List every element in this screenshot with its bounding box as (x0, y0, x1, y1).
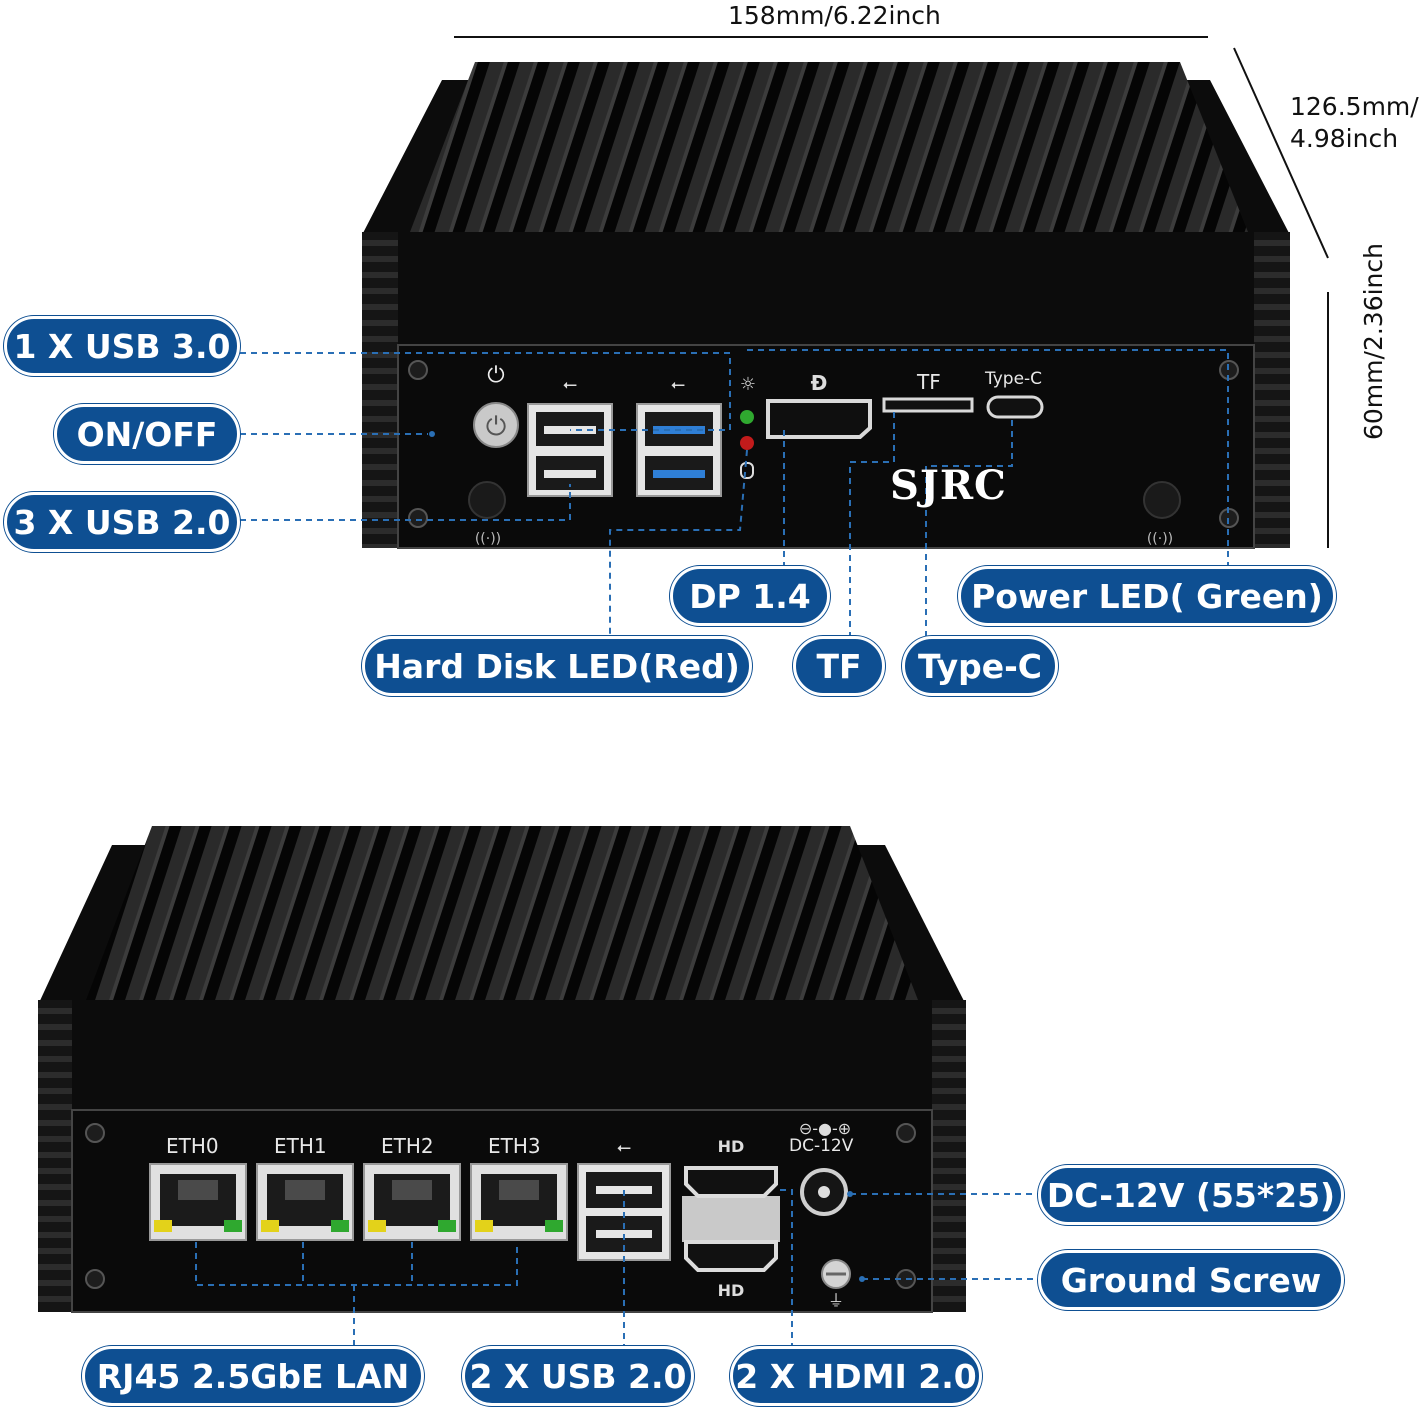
callout-dc-12v: DC-12V (55*25) (1038, 1165, 1344, 1225)
callout-hdmi: 2 X HDMI 2.0 (730, 1346, 982, 1406)
power-led-icon: ☼ (740, 374, 756, 395)
power-led-green (740, 410, 754, 424)
displayport-port (766, 399, 872, 439)
callout-ground-screw: Ground Screw (1038, 1250, 1344, 1310)
antenna-icon: ((·)) (1147, 531, 1173, 547)
hdd-led-leader-line (609, 449, 748, 636)
callout-rear-usb2: 2 X USB 2.0 (462, 1346, 694, 1406)
hdmi-icon: HD (718, 1137, 745, 1156)
usb-icon: ⭠ (617, 1137, 631, 1158)
rj45-port-eth2 (363, 1163, 461, 1241)
hdmi-leader-line (780, 1189, 793, 1345)
hdmi-port-top (684, 1166, 778, 1198)
callout-type-c: Type-C (902, 636, 1058, 696)
eth2-label: ETH2 (381, 1134, 434, 1158)
brand-logo: SJRC (890, 462, 1007, 509)
antenna-mount-right (1143, 481, 1181, 519)
dc-jack-label: DC-12V (789, 1136, 854, 1156)
callout-usb2: 3 X USB 2.0 (4, 492, 240, 552)
tf-card-slot (882, 397, 974, 413)
rj45-port-eth0 (149, 1163, 247, 1241)
displayport-icon: Ð (811, 371, 828, 395)
callout-hdd-led: Hard Disk LED(Red) (362, 636, 752, 696)
callout-on-off: ON/OFF (54, 404, 240, 464)
ground-symbol-icon: ⏚ (828, 1291, 844, 1310)
front-unit: ⏻ ⏻ ((·)) ((·)) ⭠ ⭠ ☼ (240, 62, 1290, 636)
power-symbol-icon: ⏻ (487, 363, 504, 388)
usb2-leader-line (240, 484, 571, 521)
rj45-port-eth3 (470, 1163, 568, 1241)
hdd-icon (740, 462, 754, 479)
height-dimension-label: 60mm/2.36inch (1359, 243, 1388, 440)
type-c-port-label: Type-C (985, 369, 1043, 389)
callout-dp: DP 1.4 (670, 566, 830, 626)
tf-leader-line (849, 412, 895, 636)
lan-leader-bracket (195, 1242, 518, 1286)
callout-usb3: 1 X USB 3.0 (4, 316, 240, 376)
callout-lan: RJ45 2.5GbE LAN (82, 1346, 424, 1406)
eth3-label: ETH3 (488, 1134, 541, 1158)
callout-tf: TF (793, 636, 885, 696)
hdmi-bracket (682, 1196, 780, 1242)
type-c-leader-line (925, 420, 1013, 636)
depth-dimension-line (1233, 47, 1329, 259)
usb3-leader-line (240, 352, 731, 431)
callout-power-led: Power LED( Green) (958, 566, 1336, 626)
hdd-led-red (740, 436, 754, 450)
depth-dimension-label-line1: 126.5mm/ (1290, 92, 1419, 121)
eth1-label: ETH1 (274, 1134, 327, 1158)
depth-dimension-label-line2: 4.98inch (1290, 124, 1399, 153)
antenna-icon: ((·)) (475, 531, 501, 547)
polarity-icon: ⊖-●-⊕ (799, 1119, 851, 1138)
usb-icon: ⭠ (563, 374, 577, 395)
usb-icon: ⭠ (671, 374, 685, 395)
rj45-port-eth1 (256, 1163, 354, 1241)
hdmi-port-bottom (684, 1240, 778, 1272)
hdmi-icon: HD (718, 1281, 745, 1300)
antenna-mount-left (468, 481, 506, 519)
power-button (473, 402, 519, 448)
type-c-port (986, 395, 1044, 419)
rear-unit: ⭠ HD HD ⊖-●-⊕ ⏚ (38, 826, 1040, 1345)
eth0-label: ETH0 (166, 1134, 219, 1158)
width-dimension-label: 158mm/6.22inch (728, 1, 941, 30)
power-button-icon: ⏻ (486, 412, 507, 442)
tf-slot-label: TF (917, 370, 941, 394)
